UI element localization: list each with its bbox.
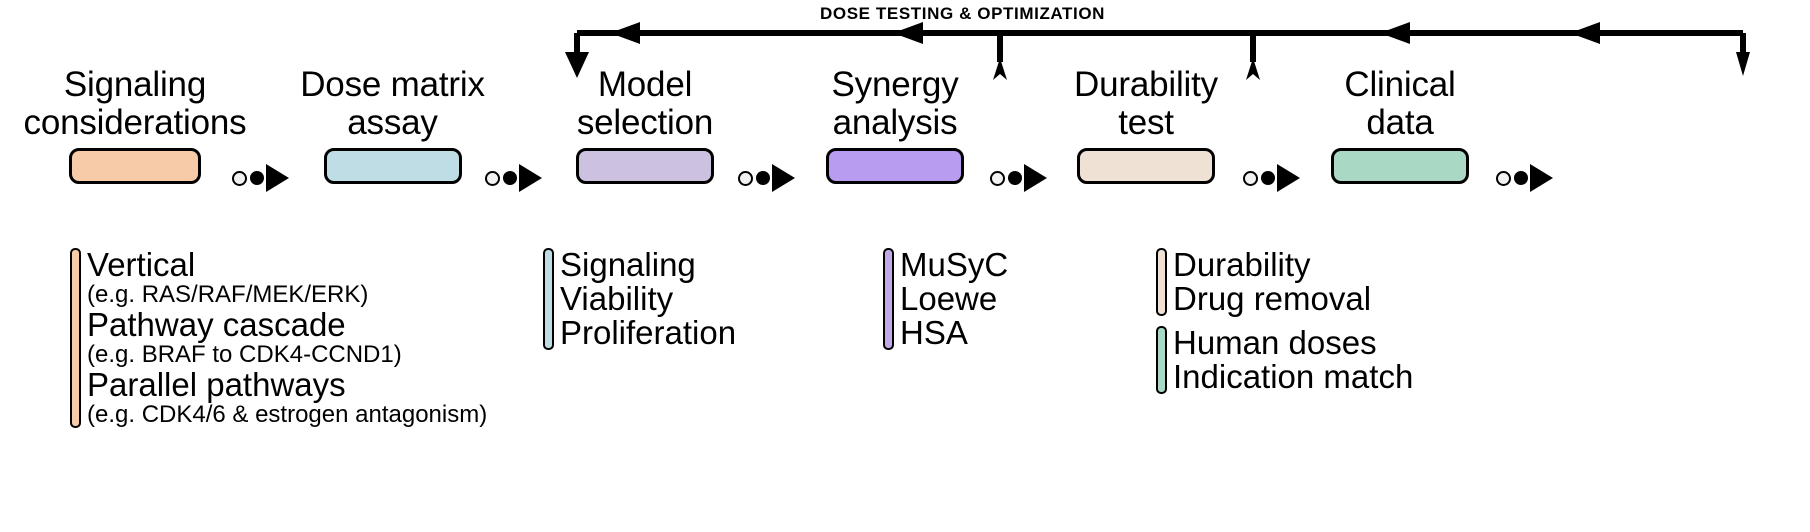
circle-outline-icon <box>1496 170 1511 186</box>
stage-4[interactable]: Synergy analysis <box>770 66 1020 184</box>
arrow-right-icon <box>1024 164 1047 192</box>
stage-6[interactable]: Clinical data <box>1276 66 1524 184</box>
legend-color-bar <box>1156 248 1167 316</box>
legend-row: Vertical(e.g. RAS/RAF/MEK/ERK)Pathway ca… <box>70 248 487 428</box>
stage-3[interactable]: Model selection <box>520 66 770 184</box>
legend-item-label: Human doses <box>1173 323 1377 361</box>
arrow-right-icon <box>519 164 542 192</box>
stage-title: Durability test <box>1074 65 1218 142</box>
stage-box[interactable] <box>826 147 964 184</box>
legend-item-label: Durability <box>1173 246 1311 283</box>
legend-item-label: Drug removal <box>1173 279 1372 317</box>
legend-item-label: Parallel pathways <box>87 365 346 403</box>
stage-title: Signaling considerations <box>23 65 247 142</box>
legend-item-label: Viability <box>560 279 674 317</box>
legend-item-label: Indication match <box>1173 357 1414 395</box>
legend-color-bar <box>883 248 894 350</box>
legend-item-label: Pathway cascade <box>87 305 346 343</box>
legend-color-bar <box>543 248 554 350</box>
legend-color-bar <box>1156 325 1167 394</box>
legend-item-example: (e.g. CDK4/6 & estrogen antagonism) <box>87 400 488 428</box>
stage-box[interactable] <box>576 147 714 184</box>
stage-box[interactable] <box>323 147 462 184</box>
arrow-right-icon <box>266 164 289 192</box>
arrow-right-icon <box>1530 164 1553 192</box>
connector-5 <box>1243 160 1300 196</box>
connector-4 <box>990 160 1047 196</box>
stage-title: Dose matrix assay <box>300 65 485 142</box>
stage-box[interactable] <box>69 147 201 184</box>
stage-5[interactable]: Durability test <box>1022 66 1270 184</box>
legend-item-label: HSA <box>900 313 968 351</box>
dot-icon <box>1261 171 1275 185</box>
connector-1 <box>232 160 289 196</box>
arrow-right-icon <box>1277 164 1300 192</box>
feedback-loop-arrows <box>565 22 1750 80</box>
arrow-right-icon <box>772 164 795 192</box>
legend-group-1: Vertical(e.g. RAS/RAF/MEK/ERK)Pathway ca… <box>70 248 487 438</box>
connector-2 <box>485 160 542 196</box>
legend-item-example: (e.g. RAS/RAF/MEK/ERK) <box>87 280 369 308</box>
stage-box[interactable] <box>1331 147 1469 184</box>
legend-color-bar <box>70 248 81 428</box>
legend-item-label: Loewe <box>900 279 998 317</box>
circle-outline-icon <box>990 170 1005 186</box>
stage-title: Model selection <box>576 65 714 142</box>
connector-6 <box>1496 160 1553 196</box>
dot-icon <box>1008 171 1022 185</box>
dot-icon <box>1514 171 1528 185</box>
legend-item-label: Proliferation <box>560 313 737 351</box>
legend-item-example: (e.g. BRAF to CDK4-CCND1) <box>87 340 402 368</box>
stage-title: Synergy analysis <box>831 65 959 142</box>
legend-item-label: MuSyC <box>900 246 1009 283</box>
connector-3 <box>738 160 795 196</box>
circle-outline-icon <box>738 170 753 186</box>
dot-icon <box>250 171 264 185</box>
dot-icon <box>756 171 770 185</box>
stage-2[interactable]: Dose matrix assay <box>265 66 520 184</box>
circle-outline-icon <box>232 170 247 186</box>
stage-title: Clinical data <box>1344 65 1456 142</box>
dot-icon <box>503 171 517 185</box>
circle-outline-icon <box>485 170 500 186</box>
circle-outline-icon <box>1243 170 1258 186</box>
legend-item-label: Vertical <box>87 246 196 283</box>
legend-item-label: Signaling <box>560 246 696 283</box>
feedback-loop-label: DOSE TESTING & OPTIMIZATION <box>820 4 1106 23</box>
stage-box[interactable] <box>1077 147 1215 184</box>
legend-text-block: Vertical(e.g. RAS/RAF/MEK/ERK)Pathway ca… <box>87 248 487 428</box>
stage-1[interactable]: Signaling considerations <box>0 66 270 184</box>
